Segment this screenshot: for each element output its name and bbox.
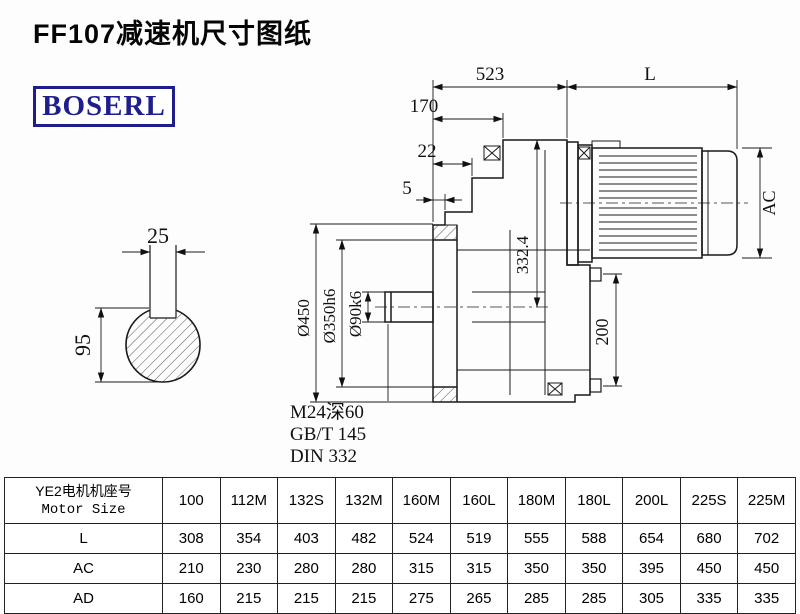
bolt-tab-top <box>589 267 602 282</box>
dim-cell: 702 <box>737 523 796 554</box>
dim-L-label: L <box>644 64 656 85</box>
dim-cell: 450 <box>737 553 796 584</box>
col-header: 160M <box>392 477 451 524</box>
dim-cell: 350 <box>564 553 624 584</box>
housing-internal-lines <box>457 150 590 395</box>
dim-cell: 519 <box>449 523 509 554</box>
dim-cell: 524 <box>392 523 451 554</box>
col-header: 132M <box>334 477 394 524</box>
col-header: 225S <box>679 477 739 524</box>
motor-flange <box>577 144 593 263</box>
dim-cell: 160 <box>162 583 221 614</box>
table-row-L: L 308 354 403 482 524 519 555 588 654 68… <box>4 523 796 554</box>
dim-cell: 215 <box>334 583 394 614</box>
dim-cell: 654 <box>622 523 681 554</box>
dim-cell: 230 <box>219 553 279 584</box>
shaft-end-detail <box>125 245 201 383</box>
dim-25-label: 25 <box>147 223 169 248</box>
table-row-AC: AC 210 230 280 280 315 315 350 350 395 4… <box>4 553 796 584</box>
drawing-title: FF107减速机尺寸图纸 <box>33 19 313 49</box>
dimension-lines <box>95 80 772 403</box>
dim-332-label: 332.4 <box>513 235 532 274</box>
note-din: DIN 332 <box>290 446 357 467</box>
dim-170-label: 170 <box>410 96 439 117</box>
row-label: L <box>4 523 163 554</box>
dim-5-label: 5 <box>402 178 412 199</box>
dim-cell: 285 <box>507 583 566 614</box>
motor-fins <box>599 155 697 251</box>
dim-cell: 354 <box>219 523 279 554</box>
dim-523-label: 523 <box>476 64 505 85</box>
dim-cell: 555 <box>507 523 566 554</box>
row-label: AC <box>4 553 163 584</box>
dim-cell: 285 <box>564 583 624 614</box>
dim-200-label: 200 <box>592 319 612 346</box>
brand-logo: BOSERL <box>33 86 175 127</box>
motor-lifting-lug <box>591 140 621 149</box>
col-header: 180M <box>507 477 566 524</box>
brand-logo-text: BOSERL <box>42 90 166 122</box>
keyway <box>149 245 177 319</box>
dim-cell: 315 <box>392 553 451 584</box>
col-header: 100 <box>162 477 221 524</box>
dim-cell: 395 <box>622 553 681 584</box>
bolt-tab-bottom <box>589 378 602 393</box>
motor-size-header-cn: YE2电机机座号 <box>35 483 132 500</box>
row-label: AD <box>4 583 163 614</box>
dim-cell: 588 <box>564 523 624 554</box>
dim-AC-label: AC <box>759 190 779 215</box>
col-header: 112M <box>219 477 279 524</box>
table-row-AD: AD 160 215 215 215 275 265 285 285 305 3… <box>4 583 796 614</box>
col-header: 180L <box>564 477 624 524</box>
note-gb: GB/T 145 <box>290 424 366 445</box>
col-header: 200L <box>622 477 681 524</box>
dim-d450-label: Ø450 <box>294 299 313 337</box>
dim-22-label: 22 <box>418 141 437 162</box>
dim-cell: 335 <box>737 583 796 614</box>
table-header-row: YE2电机机座号 Motor Size 100 112M 132S 132M 1… <box>4 477 796 524</box>
dim-cell: 280 <box>277 553 336 584</box>
dim-cell: 680 <box>679 523 739 554</box>
dim-cell: 403 <box>277 523 336 554</box>
dim-cell: 315 <box>449 553 509 584</box>
motor-size-header: YE2电机机座号 Motor Size <box>4 477 163 524</box>
dim-cell: 265 <box>449 583 509 614</box>
motor <box>566 140 738 266</box>
note-thread: M24深60 <box>290 401 364 423</box>
dim-cell: 308 <box>162 523 221 554</box>
dimension-drawing: 523 L 170 22 5 AC Ø450 Ø350h6 Ø90k6 332.… <box>70 64 779 467</box>
reducer-housing <box>384 139 602 403</box>
dim-cell: 335 <box>679 583 739 614</box>
dim-cell: 350 <box>507 553 566 584</box>
fan-cover <box>701 150 738 256</box>
dim-cell: 275 <box>392 583 451 614</box>
motor-adapter <box>566 141 579 266</box>
dim-cell: 280 <box>334 553 394 584</box>
dim-cell: 450 <box>679 553 739 584</box>
dim-cell: 210 <box>162 553 221 584</box>
output-shaft <box>384 291 434 323</box>
dim-cell: 215 <box>277 583 336 614</box>
plug-detail <box>483 145 563 396</box>
dim-cell: 305 <box>622 583 681 614</box>
dim-d90-label: Ø90k6 <box>346 291 365 337</box>
col-header: 160L <box>449 477 509 524</box>
col-header: 225M <box>737 477 796 524</box>
dim-cell: 482 <box>334 523 394 554</box>
motor-size-header-en: Motor Size <box>41 501 126 518</box>
dimension-table: YE2电机机座号 Motor Size 100 112M 132S 132M 1… <box>4 477 796 614</box>
dim-cell: 215 <box>219 583 279 614</box>
col-header: 132S <box>277 477 336 524</box>
dim-95-label: 95 <box>70 334 95 356</box>
dim-d350-label: Ø350h6 <box>320 289 339 344</box>
